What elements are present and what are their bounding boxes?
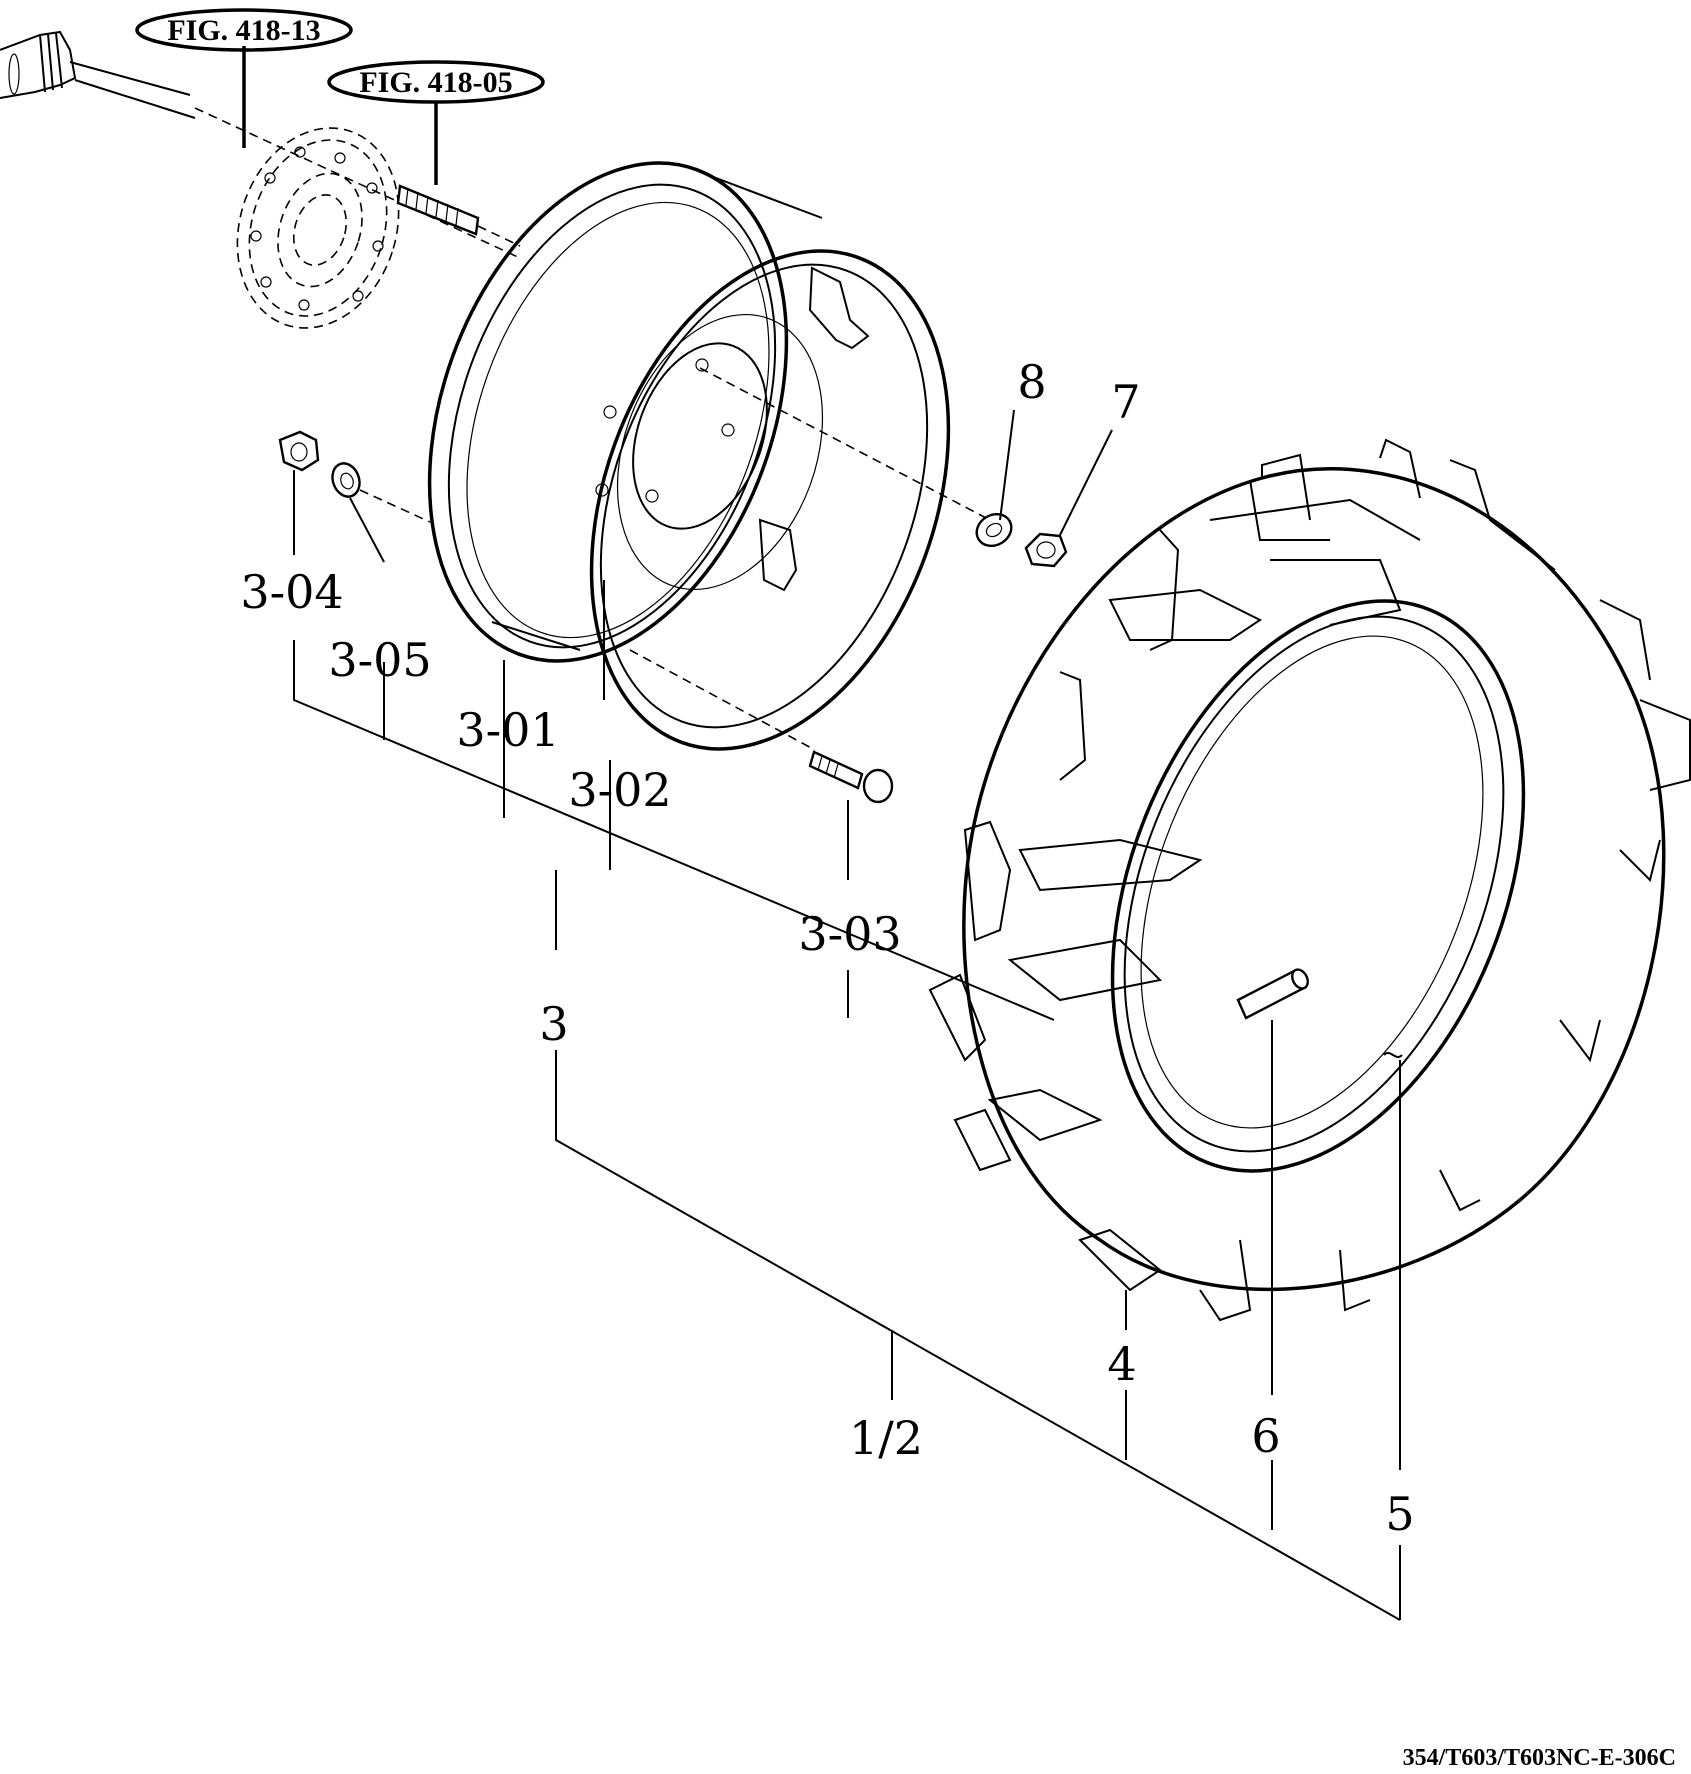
callout-labels: 3-04 3-05 3-01 3-02 3-03 3 8 7 4 1/2 6 5 [240,355,1414,1541]
callout-3: 3 [539,997,568,1051]
bolt-line-lower [629,649,816,751]
wheel-stud [396,184,521,247]
callout-3-01: 3-01 [456,703,559,757]
washer-8 [975,512,1013,548]
callout-7: 7 [1111,375,1140,429]
callout-5: 5 [1385,1487,1414,1541]
callout-3-04: 3-04 [240,565,343,619]
nut-3-04 [278,430,320,472]
axle-shaft [0,30,521,259]
tractor-tyre [928,438,1691,1322]
wheel-rim [427,161,951,751]
callout-4: 4 [1107,1337,1136,1391]
bolt-line-upper [699,367,991,521]
callout-3-02: 3-02 [568,763,671,817]
fig-ref-stud-label: FIG. 418-05 [359,66,512,99]
callout-6: 6 [1251,1409,1280,1463]
fig-ref-shaft[interactable]: FIG. 418-13 [135,8,353,52]
callout-1-2: 1/2 [849,1411,923,1465]
drawing-code: 354/T603/T603NC-E-306C [1403,1745,1676,1771]
bolt-3-03 [808,750,894,804]
callout-8: 8 [1017,355,1046,409]
callout-3-05: 3-05 [328,633,431,687]
nut-line [359,489,431,523]
nut-7 [1024,532,1068,568]
tube-mark [1383,1052,1403,1058]
fig-ref-stud[interactable]: FIG. 418-05 [327,60,545,104]
leader-lines [242,46,1401,1621]
callout-3-03: 3-03 [798,907,901,961]
hub-flange [236,127,400,329]
fig-ref-shaft-label: FIG. 418-13 [167,14,320,47]
valve-stem [1236,968,1309,1020]
washer-3-05 [331,462,361,498]
